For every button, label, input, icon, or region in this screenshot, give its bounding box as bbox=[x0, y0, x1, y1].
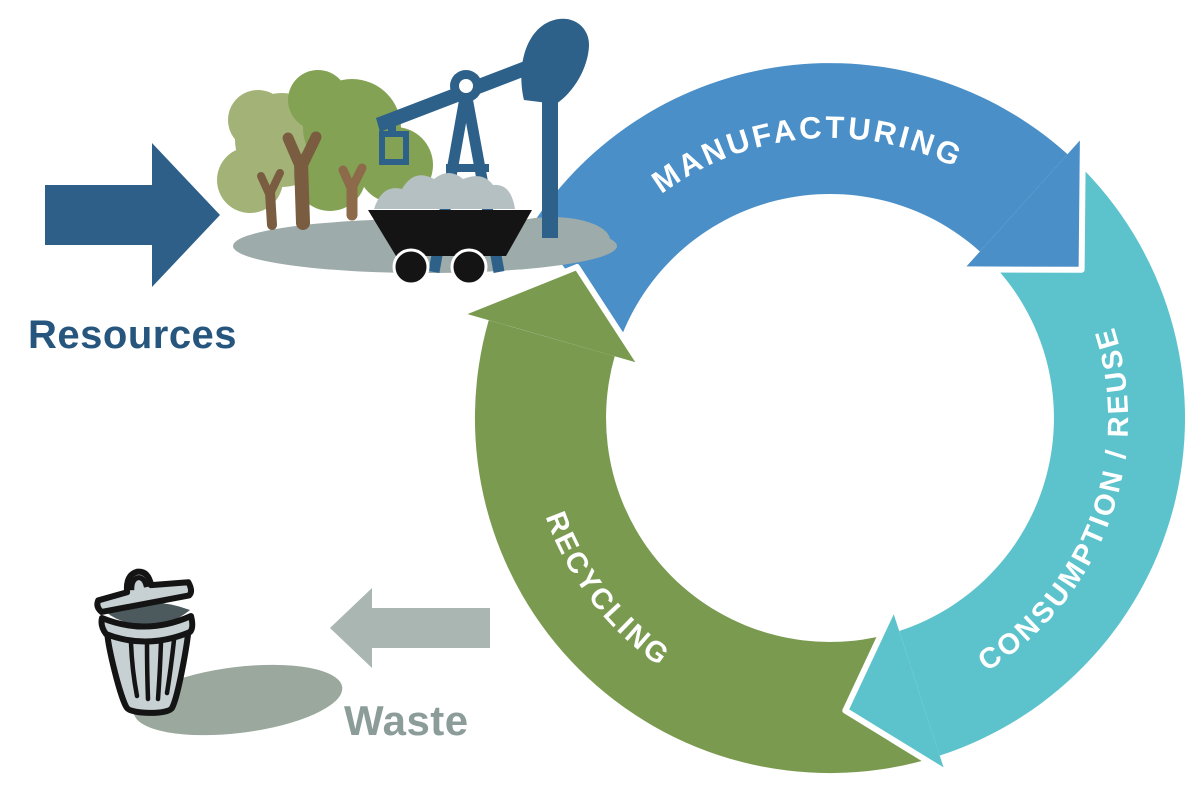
resources-arrow-icon bbox=[45, 143, 220, 287]
mine-cart-icon bbox=[368, 173, 532, 286]
waste-arrow-icon bbox=[330, 588, 490, 668]
waste-group: Waste bbox=[94, 568, 490, 744]
recycling-arrowhead-icon bbox=[459, 264, 643, 367]
ore-pile bbox=[374, 173, 515, 209]
resources-group: Resources bbox=[28, 18, 617, 357]
trash-can-icon bbox=[94, 568, 196, 716]
consumption-reuse-arrowhead-icon bbox=[842, 607, 948, 775]
waste-label: Waste bbox=[344, 697, 469, 744]
resources-label: Resources bbox=[28, 313, 237, 357]
manufacturing-arc bbox=[532, 63, 1068, 342]
trees-icon bbox=[217, 70, 433, 230]
manufacturing-arrowhead-icon bbox=[960, 134, 1086, 273]
consumption-reuse-arc bbox=[899, 162, 1186, 756]
trash-shadow bbox=[133, 664, 343, 736]
recycling-arc bbox=[474, 320, 928, 774]
cycle-ring: MANUFACTURING CONSUMPTION / REUSE RECYCL… bbox=[459, 63, 1186, 775]
